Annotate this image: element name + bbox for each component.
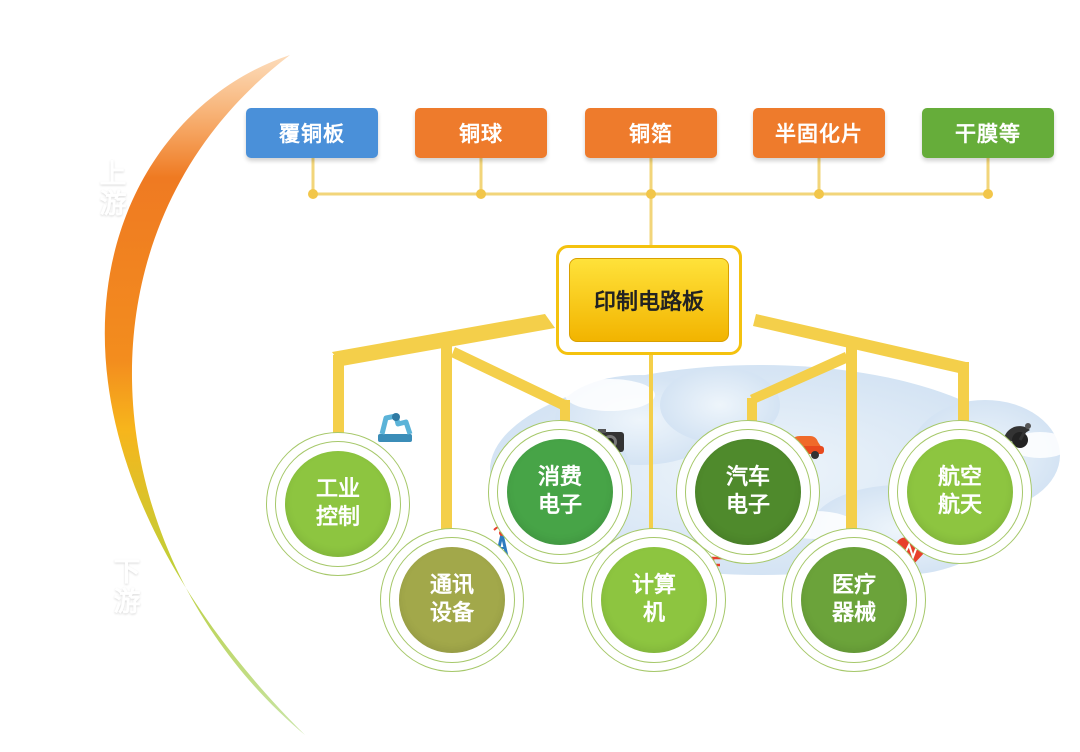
node-line-1: 通讯 [429,573,474,598]
upstream-box-label: 覆铜板 [279,122,345,146]
node-line-2: 机 [642,601,665,626]
node-line-2: 控制 [315,505,360,530]
node-line-1: 计算 [631,573,676,598]
upstream-box-label: 干膜等 [955,122,1021,146]
node-line-2: 电子 [725,493,770,518]
node-line-1: 航空 [937,465,982,490]
center-pcb-label: 印制电路板 [593,290,704,315]
node-line-2: 航天 [937,493,982,518]
node-line-1: 工业 [315,477,360,502]
downstream-node-computer: 计算 机 [582,528,726,672]
node-line-2: 器械 [831,601,876,626]
upstream-box-label: 铜箔 [629,122,673,146]
node-line-1: 汽车 [725,465,770,490]
downstream-connectors [332,314,969,552]
upstream-box-prepreg: 半固化片 [753,108,885,158]
node-line-1: 医疗 [831,573,876,598]
downstream-node-communication-equipment: 通讯 设备 [380,528,524,672]
downstream-node-aerospace: 航空 航天 [888,420,1032,564]
upstream-char-1: 上 [99,159,127,190]
downstream-label: 下 游 [110,558,144,618]
center-pcb-box: 印制电路板 [556,245,742,355]
downstream-node-automotive-electronics: 汽车 电子 [676,420,820,564]
upstream-box-copper-clad-laminate: 覆铜板 [246,108,378,158]
connector-dots [308,189,993,199]
upstream-box-label: 半固化片 [775,122,863,146]
robot-arm-icon [378,413,413,442]
upstream-label: 上 游 [96,160,130,220]
downstream-char-2: 游 [113,587,141,618]
downstream-node-consumer-electronics: 消费 电子 [488,420,632,564]
node-line-2: 设备 [429,601,474,626]
center-pcb-label-box: 印制电路板 [569,258,729,342]
downstream-node-medical-devices: 医疗 器械 [782,528,926,672]
downstream-node-industrial-control: 工业 控制 [266,432,410,576]
upstream-downstream-arc [104,55,305,735]
upstream-connectors [311,158,990,248]
node-line-1: 消费 [537,465,582,490]
upstream-box-label: 铜球 [459,122,503,146]
upstream-box-dry-film: 干膜等 [922,108,1054,158]
node-line-2: 电子 [537,493,582,518]
upstream-char-2: 游 [99,189,127,220]
upstream-box-copper-ball: 铜球 [415,108,547,158]
downstream-char-1: 下 [113,557,141,588]
upstream-box-copper-foil: 铜箔 [585,108,717,158]
